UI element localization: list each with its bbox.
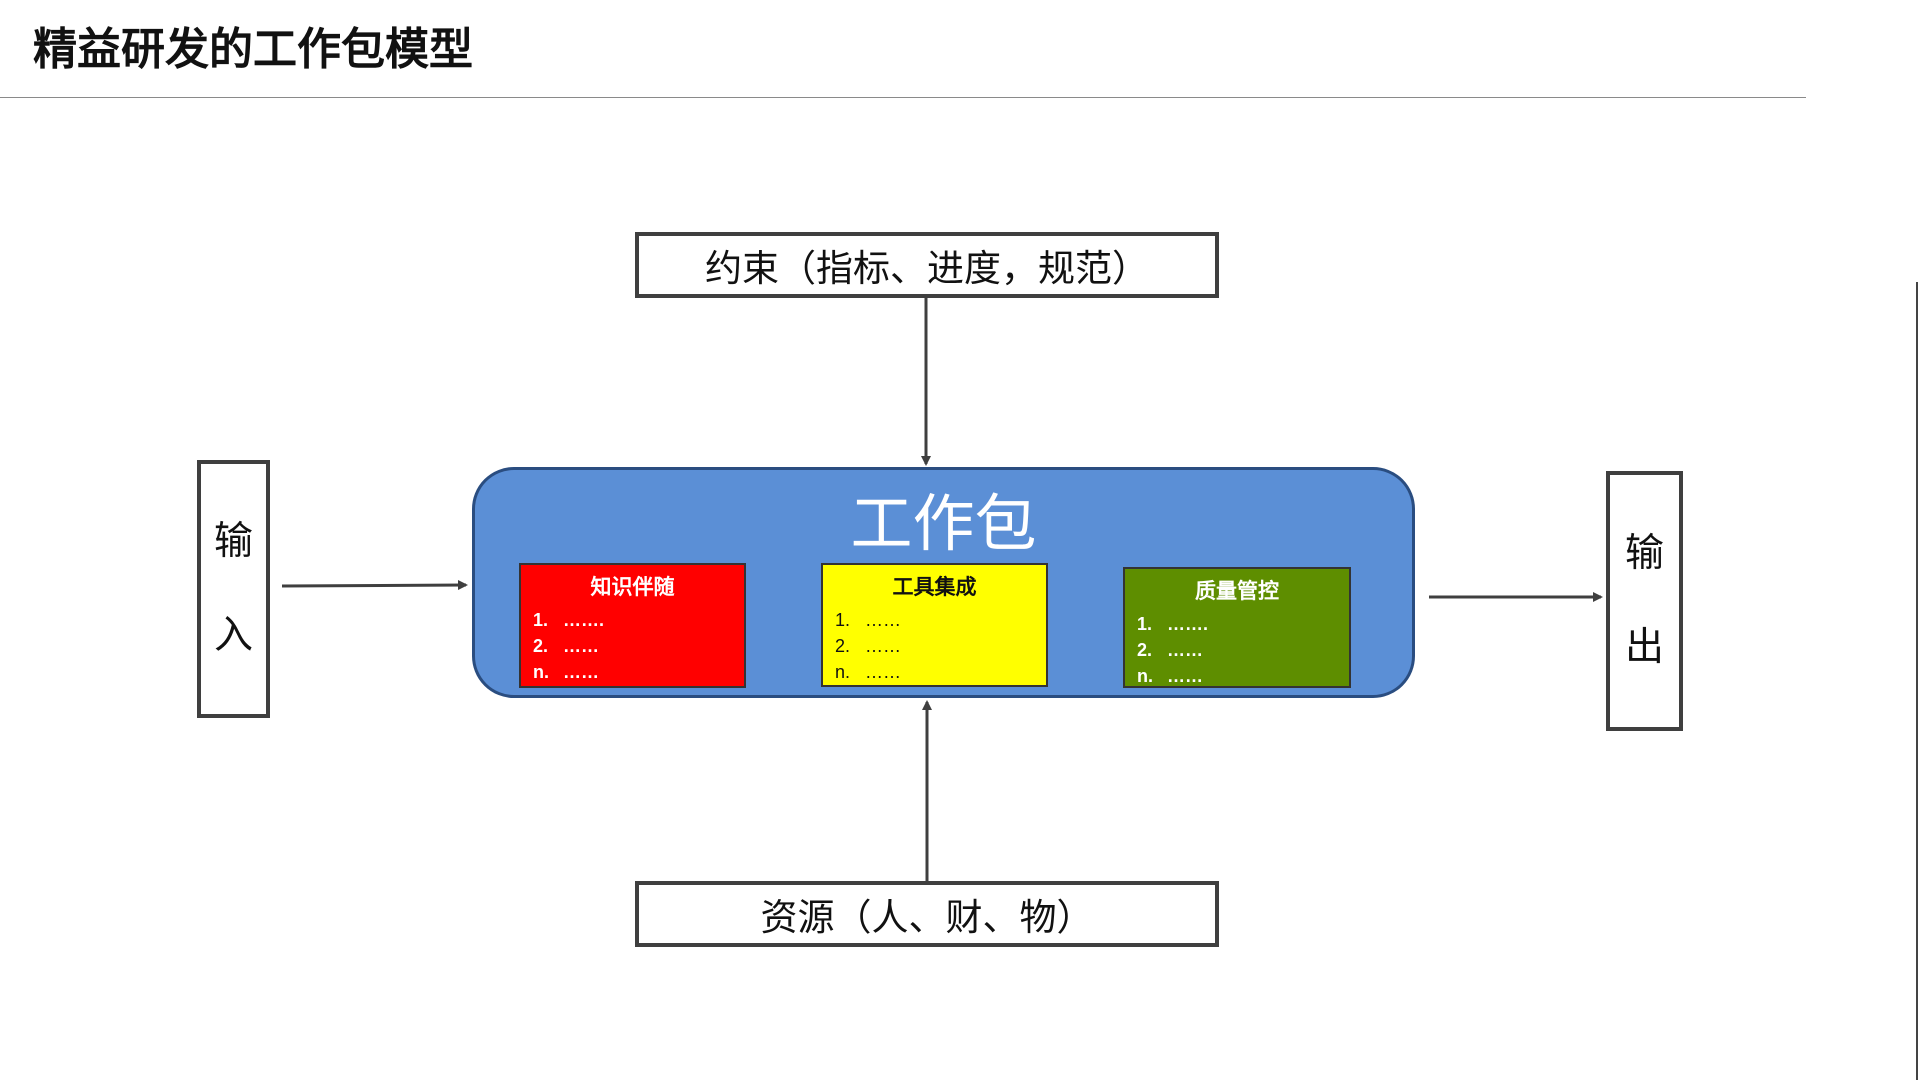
input-box: 输 入: [197, 460, 270, 718]
card-list: 1.……. 2.…… n.……: [1137, 611, 1349, 689]
card-list: 1.……. 2.…… n.……: [533, 607, 744, 685]
resource-box: 资源（人、财、物）: [635, 881, 1219, 947]
input-char: 输: [213, 519, 253, 564]
list-item: 2.……: [1137, 640, 1203, 660]
input-char: 入: [213, 613, 253, 658]
list-item: 1.…….: [1137, 614, 1209, 634]
constraint-box: 约束（指标、进度，规范）: [635, 232, 1219, 298]
card-title: 工具集成: [892, 576, 977, 599]
input-arrow: [281, 580, 468, 591]
constraint-label: 约束（指标、进度，规范）: [705, 247, 1149, 290]
list-item: 2.……: [533, 636, 599, 656]
list-item: 1.……: [835, 610, 901, 630]
page-title: 精益研发的工作包模型: [33, 24, 473, 75]
output-box: 输 出: [1606, 471, 1683, 731]
list-item: n.……: [835, 662, 901, 682]
card-list: 1.…… 2.…… n.……: [835, 607, 1046, 685]
list-item: 1.…….: [533, 610, 605, 630]
card-title: 知识伴随: [590, 576, 675, 599]
output-char: 出: [1624, 625, 1664, 670]
list-item: n.……: [533, 662, 599, 682]
list-item: 2.……: [835, 636, 901, 656]
card-knowledge: 知识伴随 1.……. 2.…… n.……: [519, 563, 746, 688]
resource-label: 资源（人、财、物）: [760, 896, 1094, 939]
output-char: 输: [1624, 531, 1664, 576]
right-edge-line: [1916, 282, 1918, 1080]
card-title: 质量管控: [1195, 580, 1279, 603]
card-quality: 质量管控 1.……. 2.…… n.……: [1123, 567, 1351, 688]
work-package-title: 工作包: [850, 487, 1037, 560]
card-tools: 工具集成 1.…… 2.…… n.……: [821, 563, 1048, 687]
title-divider: [0, 97, 1806, 98]
list-item: n.……: [1137, 666, 1203, 686]
